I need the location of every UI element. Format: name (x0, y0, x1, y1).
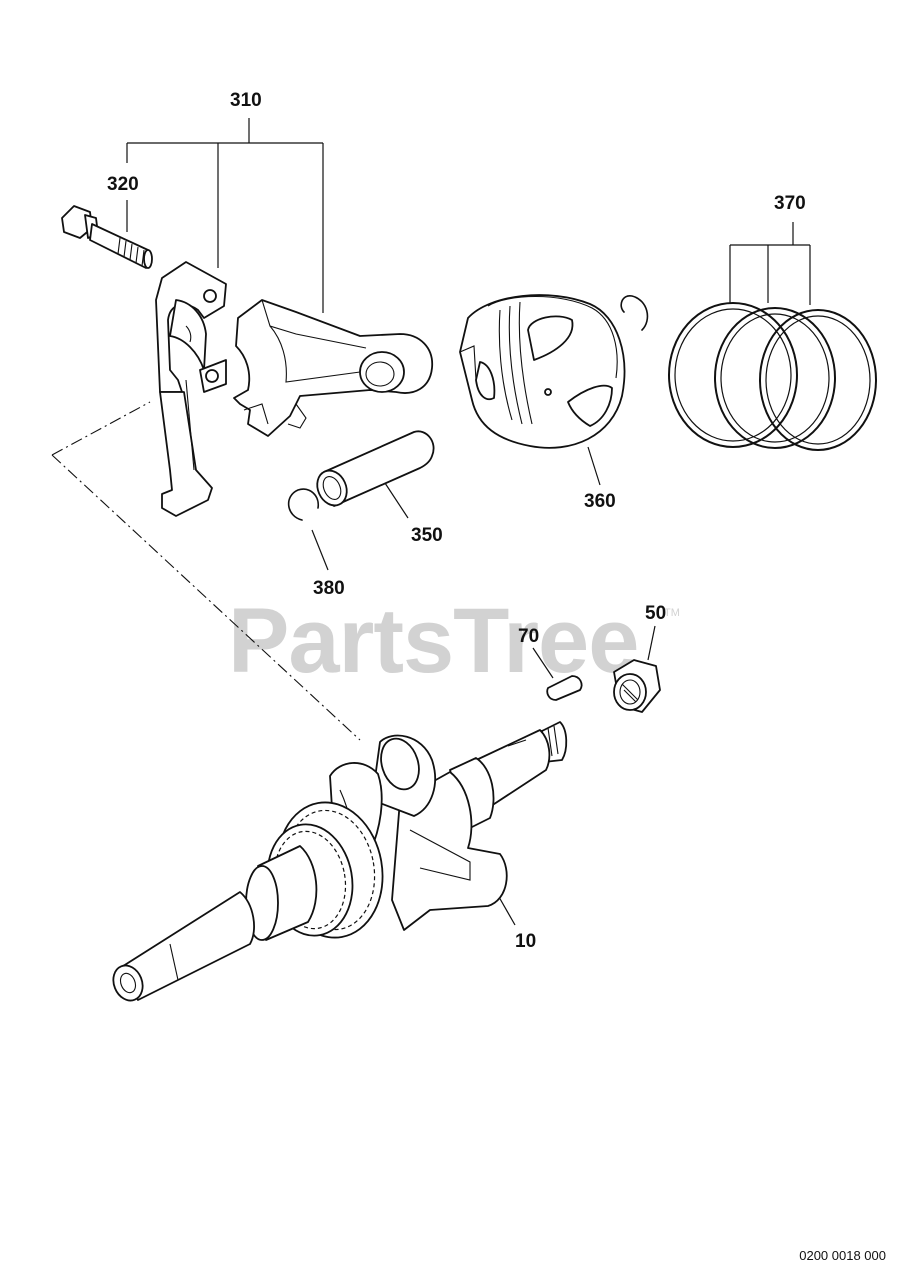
rod-cap-310[interactable] (155, 261, 227, 517)
clip-380[interactable] (287, 488, 320, 521)
part-label-350[interactable]: 350 (411, 525, 443, 546)
part-label-50[interactable]: 50 (645, 603, 666, 624)
leader-lines (51, 118, 811, 926)
piston-rings-370[interactable] (668, 302, 877, 451)
part-label-370[interactable]: 370 (774, 193, 806, 214)
crankshaft-10[interactable] (108, 721, 568, 1005)
key-70[interactable] (546, 675, 583, 701)
piston-360[interactable] (459, 294, 626, 449)
watermark-text: PartsTree (228, 590, 638, 692)
part-label-310[interactable]: 310 (230, 90, 262, 111)
drawing-number: 0200 0018 000 (799, 1248, 886, 1263)
part-label-360[interactable]: 360 (584, 491, 616, 512)
piston-pin-350[interactable] (312, 430, 435, 510)
part-labels: 310 320 370 360 350 380 70 50 10 (107, 90, 806, 952)
part-label-380[interactable]: 380 (313, 578, 345, 599)
connecting-rod-310[interactable] (233, 299, 433, 437)
bolt-320[interactable] (61, 205, 153, 269)
part-label-320[interactable]: 320 (107, 174, 139, 195)
clip-piston-side[interactable] (620, 295, 649, 331)
part-label-10[interactable]: 10 (515, 931, 536, 952)
part-label-70[interactable]: 70 (518, 626, 539, 647)
watermark-tm: TM (664, 607, 680, 619)
nut-50[interactable] (613, 659, 661, 713)
watermark: PartsTree TM (228, 590, 680, 692)
